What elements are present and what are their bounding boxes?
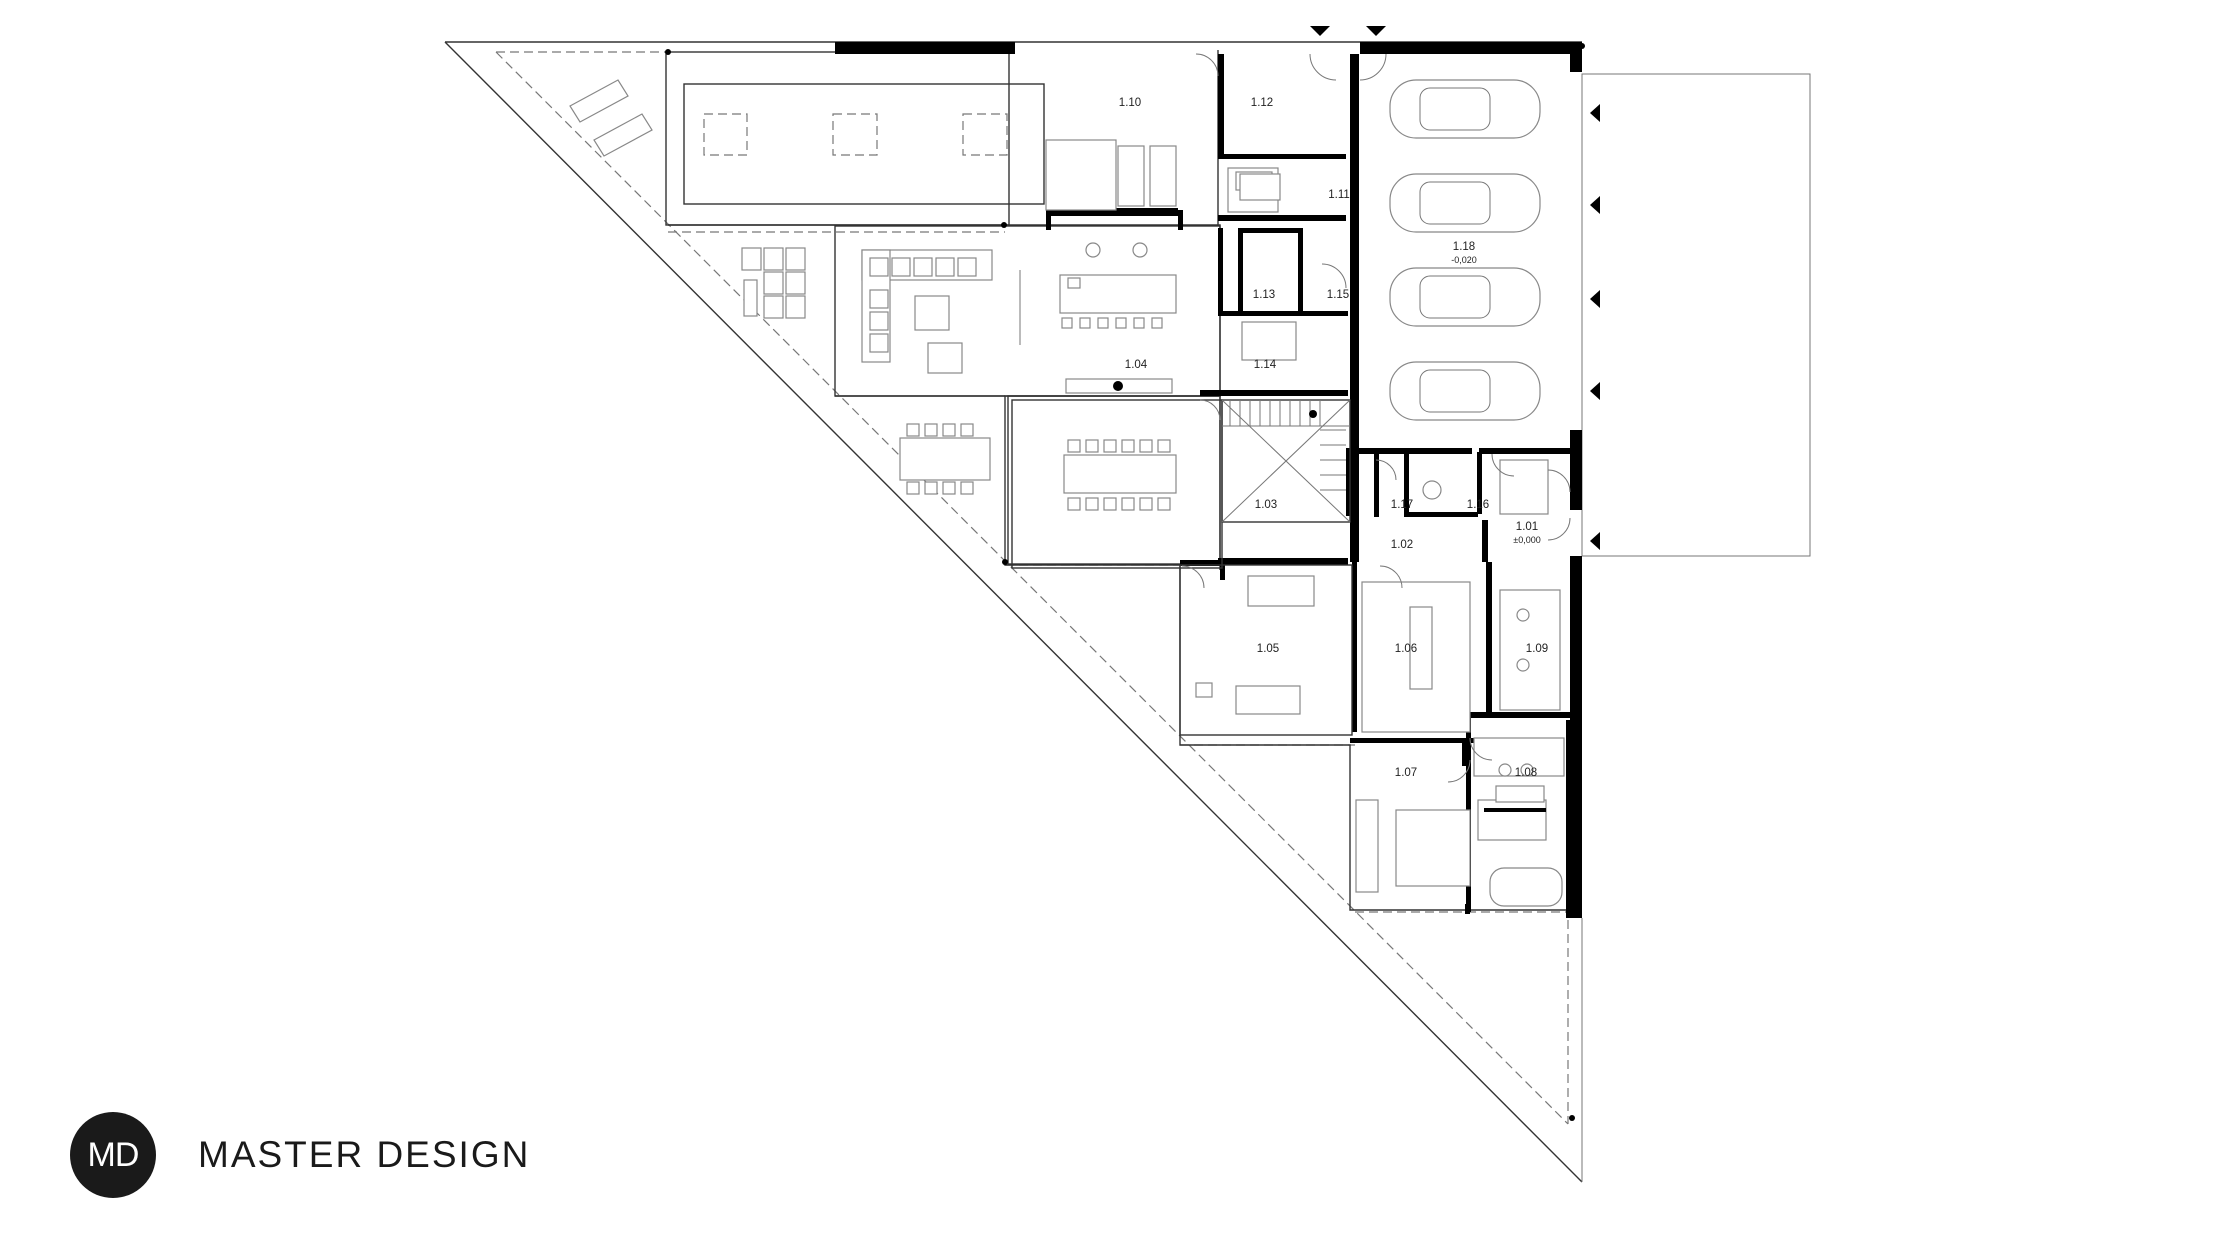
room-labels: 1.10 1.12 1.11 1.13 1.15 1.14 1.04 1.18 … [1119, 97, 1548, 779]
dining-furniture [1011, 399, 1223, 569]
bedroom-furniture [1355, 785, 1547, 893]
car-1 [1389, 79, 1541, 139]
brand-block: MD MASTER DESIGN [70, 1112, 530, 1198]
staircase [1221, 399, 1351, 523]
column [1113, 381, 1123, 391]
outdoor-dining [899, 423, 991, 495]
room-label-1-14: 1.14 [1254, 359, 1277, 371]
car-2 [1389, 173, 1541, 233]
bath-fixtures [1227, 167, 1565, 907]
room-label-1-10: 1.10 [1119, 97, 1141, 109]
room-label-1-12: 1.12 [1251, 97, 1273, 109]
room-label-1-07: 1.07 [1395, 767, 1417, 779]
car-3 [1389, 267, 1541, 327]
room-label-1-08: 1.08 [1515, 767, 1537, 779]
terrace-pool [569, 51, 1045, 226]
brand-name: MASTER DESIGN [198, 1134, 531, 1175]
room-label-1-16: 1.16 [1467, 499, 1489, 511]
room-label-1-04: 1.04 [1125, 359, 1148, 371]
office-furniture [1179, 564, 1353, 736]
level-label-1-18: -0,020 [1451, 255, 1477, 265]
garage-cars [1389, 79, 1541, 421]
sun-loungers [569, 79, 653, 157]
room-label-1-01: 1.01 [1516, 521, 1538, 533]
brand-logo: MD [70, 1112, 156, 1198]
living-furniture [861, 242, 1177, 394]
car-4 [1389, 361, 1541, 421]
room-label-1-18: 1.18 [1453, 241, 1475, 253]
room-label-1-02: 1.02 [1391, 539, 1413, 551]
room-label-1-15: 1.15 [1327, 289, 1349, 301]
room-label-1-06: 1.06 [1395, 643, 1417, 655]
room-label-1-11: 1.11 [1328, 189, 1350, 201]
door-swings [1181, 53, 1571, 783]
room-label-1-13: 1.13 [1253, 289, 1275, 301]
outdoor-lounge [741, 247, 806, 319]
entrance-markers [1310, 26, 1600, 550]
room-label-1-09: 1.09 [1526, 643, 1548, 655]
room-label-1-05: 1.05 [1257, 643, 1279, 655]
kitchen-counters [1045, 139, 1177, 211]
room-label-1-03: 1.03 [1255, 499, 1277, 511]
level-label-1-01: ±0,000 [1513, 535, 1540, 545]
room-label-1-17: 1.17 [1391, 499, 1413, 511]
driveway [1581, 73, 1811, 557]
